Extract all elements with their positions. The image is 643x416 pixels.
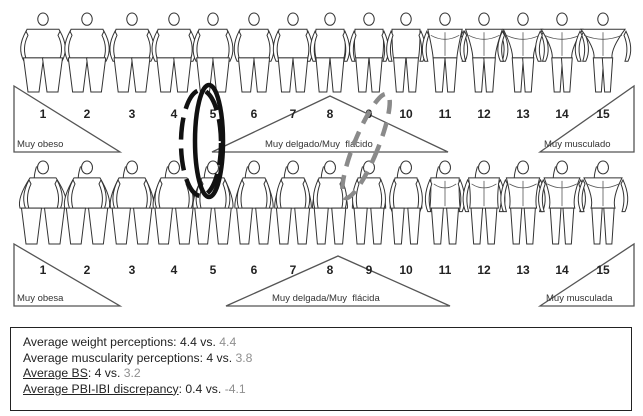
male-figure-4 xyxy=(152,13,196,92)
male-figure-8 xyxy=(310,13,349,92)
female-number-13: 13 xyxy=(516,263,530,277)
female-number-10: 10 xyxy=(399,263,413,277)
female-figure-7 xyxy=(275,161,312,244)
male-figures-row xyxy=(21,13,631,92)
female-number-5: 5 xyxy=(210,263,217,277)
weight-value: 4.4 xyxy=(180,335,197,349)
female-number-15: 15 xyxy=(596,263,610,277)
muscularity-sep: vs. xyxy=(213,351,235,365)
female-number-3: 3 xyxy=(129,263,136,277)
female-number-2: 2 xyxy=(84,263,91,277)
female-number-8: 8 xyxy=(327,263,334,277)
muscularity-perception-line: Average muscularity perceptions: 4 vs. 3… xyxy=(23,351,619,367)
male-figure-15 xyxy=(575,13,630,92)
male-number-10: 10 xyxy=(399,107,413,121)
summary-box: Average weight perceptions: 4.4 vs. 4.4 … xyxy=(10,327,632,411)
male-number-2: 2 xyxy=(84,107,91,121)
male-number-15: 15 xyxy=(596,107,610,121)
male-number-8: 8 xyxy=(327,107,334,121)
pbi-label: Average PBI-IBI discrepancy xyxy=(23,382,179,396)
male-figure-5 xyxy=(193,13,233,92)
pbi-ibi-line: Average PBI-IBI discrepancy: 0.4 vs. -4.… xyxy=(23,382,619,398)
male-label-obese: Muy obeso xyxy=(17,139,63,150)
female-figure-6 xyxy=(235,161,273,244)
male-number-14: 14 xyxy=(555,107,569,121)
pbi-sep: vs. xyxy=(202,382,224,396)
female-number-14: 14 xyxy=(555,263,569,277)
male-number-13: 13 xyxy=(516,107,530,121)
female-label-muscular: Muy musculada xyxy=(546,293,613,304)
bs-compare: 3.2 xyxy=(124,366,141,380)
female-label-obese: Muy obesa xyxy=(17,293,64,304)
male-figure-7 xyxy=(273,13,312,92)
bs-suffix: : xyxy=(88,366,95,380)
male-number-6: 6 xyxy=(251,107,258,121)
female-figure-2 xyxy=(64,161,109,244)
male-number-11: 11 xyxy=(439,107,452,121)
female-figure-3 xyxy=(110,161,154,244)
male-number-4: 4 xyxy=(171,107,178,121)
female-number-9: 9 xyxy=(366,263,373,277)
bs-line: Average BS: 4 vs. 3.2 xyxy=(23,366,619,382)
bs-label: Average BS xyxy=(23,366,88,380)
female-figures-row xyxy=(19,161,627,244)
male-figure-3 xyxy=(110,13,154,92)
pbi-value: 0.4 xyxy=(185,382,202,396)
male-figure-10 xyxy=(387,13,426,92)
female-number-6: 6 xyxy=(251,263,258,277)
female-figure-8 xyxy=(313,161,348,244)
weight-compare: 4.4 xyxy=(219,335,236,349)
muscularity-label: Average muscularity perceptions: xyxy=(23,351,206,365)
male-figure-14 xyxy=(536,13,589,92)
male-figure-9 xyxy=(350,13,389,92)
muscularity-compare: 3.8 xyxy=(236,351,253,365)
weight-label: Average weight perceptions: xyxy=(23,335,180,349)
male-figure-2 xyxy=(65,13,109,92)
female-number-11: 11 xyxy=(439,263,452,277)
female-number-1: 1 xyxy=(40,263,47,277)
weight-sep: vs. xyxy=(197,335,219,349)
pbi-compare: -4.1 xyxy=(225,382,246,396)
male-number-12: 12 xyxy=(477,107,491,121)
female-label-thin: Muy delgada/Muy flácida xyxy=(272,293,380,304)
female-figure-12 xyxy=(463,161,505,244)
female-number-7: 7 xyxy=(290,263,297,277)
female-figure-11 xyxy=(425,161,464,244)
male-number-1: 1 xyxy=(40,107,47,121)
female-figure-1 xyxy=(19,161,66,244)
male-number-3: 3 xyxy=(129,107,136,121)
female-number-4: 4 xyxy=(171,263,178,277)
bs-sep: vs. xyxy=(101,366,123,380)
female-figure-4 xyxy=(153,161,195,244)
male-label-muscular: Muy musculado xyxy=(544,139,611,150)
male-figure-6 xyxy=(234,13,274,92)
male-number-7: 7 xyxy=(290,107,297,121)
male-figure-1 xyxy=(21,13,66,92)
female-figure-10 xyxy=(390,161,423,244)
female-number-12: 12 xyxy=(477,263,491,277)
weight-perception-line: Average weight perceptions: 4.4 vs. 4.4 xyxy=(23,335,619,351)
